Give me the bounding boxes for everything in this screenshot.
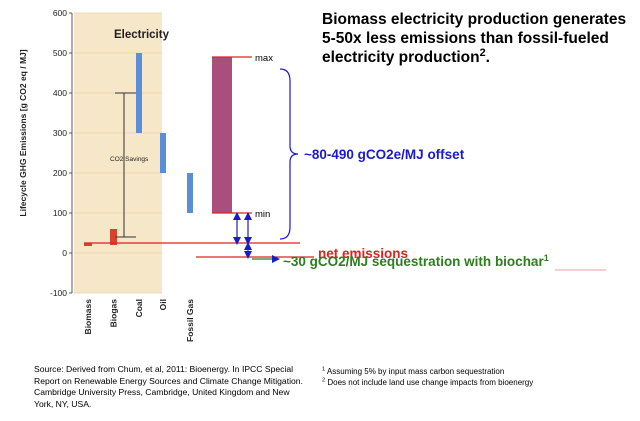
headline: Biomass electricity production generates… bbox=[322, 10, 632, 67]
footnote-2-text: Does not include land use change impacts… bbox=[327, 378, 534, 387]
x-label-oil: Oil bbox=[158, 299, 168, 310]
footnote-1: 1 Assuming 5% by input mass carbon seque… bbox=[322, 366, 632, 377]
y-tick-label: 400 bbox=[53, 88, 67, 98]
offset-label: ~80-490 gCO2e/MJ offset bbox=[304, 147, 465, 162]
bar-oil bbox=[160, 133, 166, 173]
net-emissions-label: net emissions bbox=[318, 246, 408, 261]
bar-coal bbox=[136, 53, 142, 133]
offset-annotation: max min net emissions ~80-490 gCO2e/MJ offs… bbox=[84, 53, 606, 271]
headline-footnote-mark: 2 bbox=[479, 46, 486, 59]
bar-biomass bbox=[84, 243, 92, 246]
y-axis-ticks: -100 0 100 200 300 400 500 600 bbox=[50, 8, 72, 298]
range-bars bbox=[84, 53, 193, 246]
y-axis-label: Lifecycle GHG Emissions [g CO2 eq / MJ] bbox=[18, 49, 28, 216]
x-label-biomass: Biomass bbox=[83, 299, 93, 335]
y-tick-label: 600 bbox=[53, 8, 67, 18]
y-tick-label: 200 bbox=[53, 168, 67, 178]
chart-title: Electricity bbox=[114, 29, 170, 41]
y-tick-label: 500 bbox=[53, 48, 67, 58]
chart-panel bbox=[74, 13, 162, 293]
headline-end: . bbox=[485, 49, 490, 66]
bar-biogas bbox=[110, 229, 117, 245]
min-label: min bbox=[255, 209, 270, 220]
sequestration-label: ~30 gCO2/MJ sequestration with biochar1 bbox=[283, 253, 549, 269]
footnote-1-text: Assuming 5% by input mass carbon sequest… bbox=[326, 367, 505, 376]
y-tick-label: -100 bbox=[50, 288, 67, 298]
x-label-biogas: Biogas bbox=[109, 299, 119, 328]
footnote-2-mark: 2 bbox=[322, 377, 326, 384]
footnote-1-mark: 1 bbox=[322, 366, 326, 373]
y-tick-label: 100 bbox=[53, 208, 67, 218]
x-axis-labels: Biomass Biogas Coal Oil Fossil Gas bbox=[83, 299, 195, 342]
y-tick-label: 300 bbox=[53, 128, 67, 138]
offset-bar bbox=[212, 57, 232, 213]
source-citation: Source: Derived from Chum, et al, 2011: … bbox=[34, 364, 303, 409]
x-label-coal: Coal bbox=[134, 299, 144, 317]
footnote-2: 2 Does not include land use change impac… bbox=[322, 377, 632, 388]
headline-text: Biomass electricity production generates… bbox=[322, 11, 627, 66]
y-tick-label: 0 bbox=[62, 248, 67, 258]
bar-fossil-gas bbox=[187, 173, 193, 213]
offset-brace bbox=[279, 68, 299, 240]
x-label-fossil-gas: Fossil Gas bbox=[185, 299, 195, 342]
savings-label: CO2 Savings bbox=[110, 156, 149, 163]
max-label: max bbox=[255, 53, 273, 64]
footnotes: 1 Assuming 5% by input mass carbon seque… bbox=[322, 366, 632, 388]
co2-savings-marker: CO2 Savings bbox=[110, 92, 149, 238]
